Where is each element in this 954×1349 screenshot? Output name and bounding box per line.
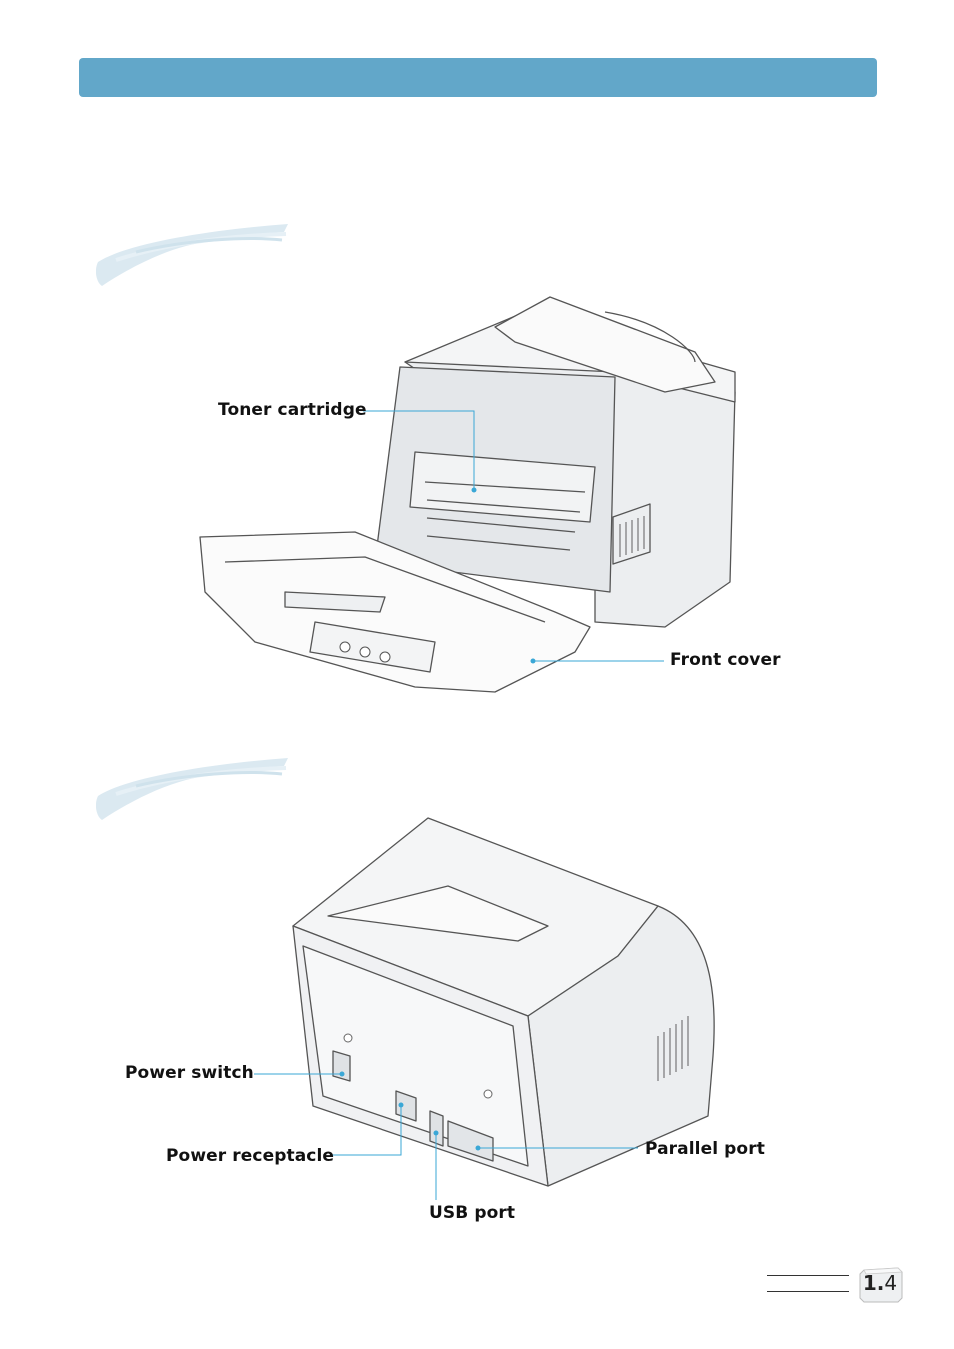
- page-number-chapter: 1: [862, 1271, 877, 1295]
- label-usb-port: USB port: [429, 1203, 516, 1223]
- brush-stroke-decoration-front: [96, 224, 288, 286]
- page-number-rule-top: [767, 1275, 849, 1276]
- page-number-rule-bottom: [767, 1291, 849, 1292]
- page-number-page: 4: [884, 1271, 898, 1295]
- page-number-dot: .: [876, 1271, 885, 1295]
- label-front-cover: Front cover: [670, 650, 781, 670]
- printer-rear-view-illustration: [292, 817, 715, 1187]
- label-power-switch: Power switch: [125, 1063, 254, 1083]
- label-power-receptacle: Power receptacle: [166, 1146, 334, 1166]
- label-parallel-port: Parallel port: [645, 1139, 765, 1159]
- label-toner-cartridge: Toner cartridge: [218, 400, 367, 420]
- page-number: 1.4: [860, 1271, 900, 1295]
- section-header-bar: [79, 58, 877, 97]
- printer-front-view-illustration: [199, 296, 736, 693]
- page-number-badge: [859, 1267, 903, 1303]
- brush-stroke-decoration-rear: [96, 758, 288, 820]
